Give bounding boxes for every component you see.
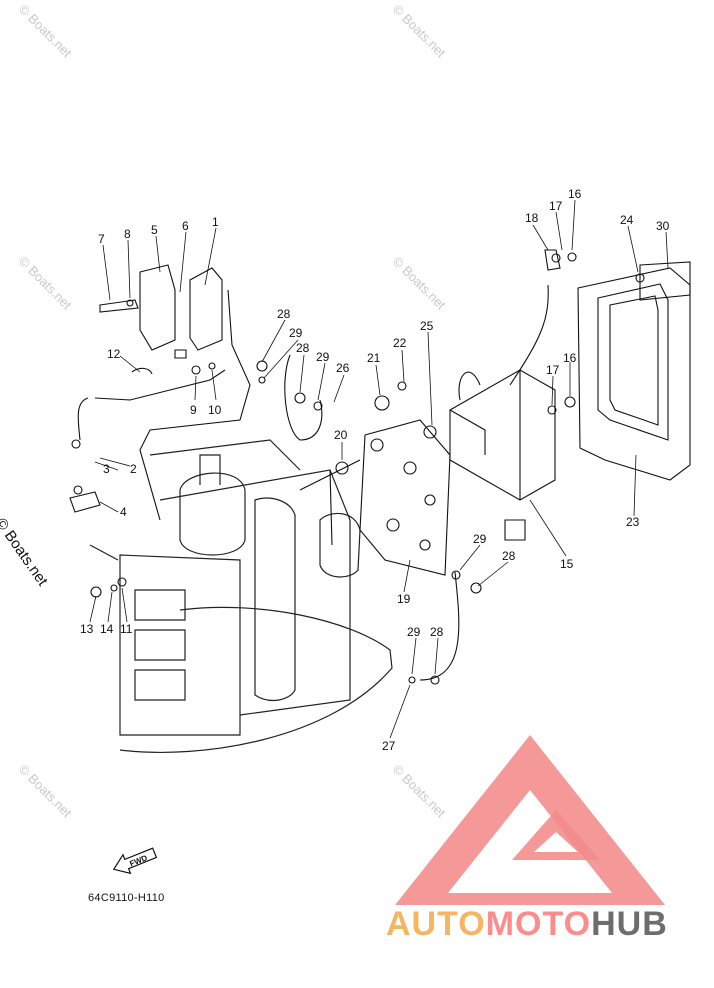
brand-logo-icon: [395, 735, 665, 905]
fasteners: [69, 249, 645, 685]
callout-29: 29: [289, 326, 303, 340]
callout-8: 8: [124, 227, 131, 241]
callout-28: 28: [502, 549, 516, 563]
watermark: © Boats.net: [390, 762, 449, 821]
callout-30: 30: [656, 219, 670, 233]
callout-3: 3: [103, 462, 110, 476]
callout-17: 17: [546, 363, 560, 377]
callout-16: 16: [563, 351, 577, 365]
callout-labels: 1 2 3 4 5 6 7 8 9 10 11 12 13 14 15 16 1…: [80, 187, 670, 753]
callout-28: 28: [430, 625, 444, 639]
callout-28: 28: [296, 341, 310, 355]
callout-23: 23: [626, 515, 640, 529]
callout-13: 13: [80, 622, 94, 636]
callout-20: 20: [334, 428, 348, 442]
callout-21: 21: [367, 351, 381, 365]
callout-26: 26: [336, 361, 350, 375]
leader-lines: [89, 199, 669, 739]
callout-24: 24: [620, 213, 634, 227]
wiring: [77, 284, 549, 681]
watermark: © Boats.net: [390, 254, 449, 313]
brand-part-1: AUTO: [386, 905, 486, 943]
fwd-arrow-icon: FWD: [112, 847, 158, 875]
callout-15: 15: [560, 557, 574, 571]
callout-18: 18: [525, 211, 539, 225]
fwd-label: FWD: [128, 853, 148, 868]
callout-17: 17: [549, 199, 563, 213]
callout-14: 14: [100, 622, 114, 636]
callout-1: 1: [212, 215, 219, 229]
callout-16: 16: [568, 187, 582, 201]
callout-29: 29: [316, 350, 330, 364]
brand-part-2: MOTO: [485, 905, 592, 943]
callout-29: 29: [407, 625, 421, 639]
bracket-plate-19: [359, 419, 451, 576]
callout-6: 6: [182, 219, 189, 233]
callout-7: 7: [98, 232, 105, 246]
callout-4: 4: [120, 505, 127, 519]
cover-plate-23: [577, 261, 691, 481]
callout-25: 25: [420, 319, 434, 333]
callout-27: 27: [382, 739, 396, 753]
watermark: © Boats.net: [16, 2, 75, 61]
callout-22: 22: [393, 336, 407, 350]
engine-block-outline: [89, 439, 393, 753]
ignition-coil-1: [99, 264, 223, 359]
callout-19: 19: [397, 592, 411, 606]
callout-11: 11: [120, 622, 133, 636]
watermark: © Boats.net: [16, 254, 75, 313]
callout-10: 10: [208, 403, 222, 417]
watermark: © Boats.net: [390, 2, 449, 61]
watermark: © Boats.net: [16, 762, 75, 821]
callout-5: 5: [151, 223, 158, 237]
brand-wordmark: AUTOMOTOHUB: [386, 905, 668, 944]
brand-part-3: HUB: [591, 905, 668, 943]
callout-28: 28: [277, 307, 291, 321]
callout-29: 29: [473, 532, 487, 546]
watermark-group: © Boats.net © Boats.net © Boats.net © Bo…: [16, 2, 449, 821]
catalog-code: 64C9110-H110: [88, 892, 165, 904]
callout-12: 12: [107, 347, 121, 361]
callout-9: 9: [190, 403, 197, 417]
callout-2: 2: [130, 462, 137, 476]
